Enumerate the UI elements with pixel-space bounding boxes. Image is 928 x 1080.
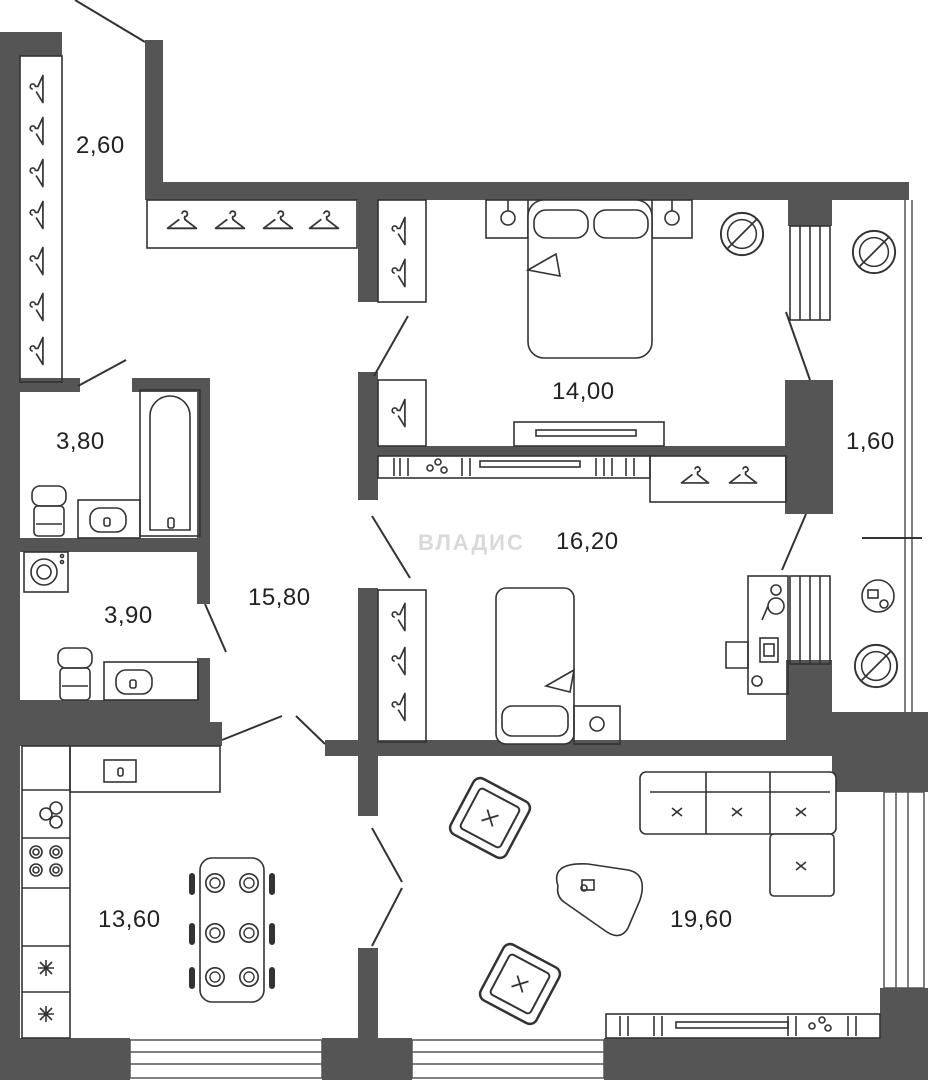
- room-area-bathroom-1: 3,80: [56, 428, 105, 455]
- furniture: [19, 55, 895, 1039]
- dining-table-icon: [189, 873, 275, 989]
- room-area-living-room: 19,60: [670, 906, 733, 933]
- armchair-icon: [446, 774, 564, 1028]
- room-area-bedroom-main: 14,00: [552, 378, 615, 405]
- doors: [74, 0, 922, 947]
- room-area-bathroom-2: 3,90: [104, 602, 153, 629]
- room-area-hallway: 15,80: [248, 584, 311, 611]
- walls: [0, 32, 928, 1080]
- room-area-wardrobe: 2,60: [76, 132, 125, 159]
- watermark: ВЛАДИС: [418, 530, 525, 555]
- room-area-kitchen: 13,60: [98, 906, 161, 933]
- room-area-bedroom-second: 16,20: [556, 528, 619, 555]
- windows: [129, 200, 925, 1079]
- room-area-balcony: 1,60: [846, 428, 895, 455]
